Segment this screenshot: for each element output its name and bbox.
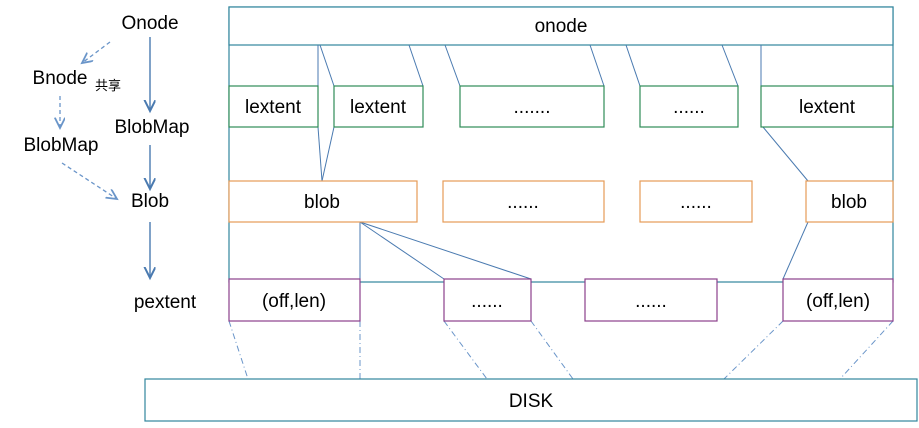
lextent-label: lextent [245,97,302,118]
lextent-blob-connectors [317,126,809,182]
disk-box [144,378,918,422]
lextent-label: lextent [350,97,407,118]
lextent-label: ...... [673,97,705,118]
blob-label: blob [831,192,867,213]
pextent-label: (off,len) [806,291,870,312]
blob-box [442,180,605,223]
lextent-box [459,85,605,128]
legend-onode: Onode [121,13,178,34]
blob-row: blob ...... ...... blob [228,180,894,223]
pextent-label: ...... [635,291,667,312]
legend-pextent: pextent [134,292,197,313]
legend-blob: Blob [131,191,169,212]
pextent-box [584,278,718,322]
onode-container [228,6,894,283]
legend-blobmap-onode: BlobMap [115,117,190,138]
blob-box [805,180,894,223]
pextent-row: (off,len) ...... ...... (off,len) [228,278,894,322]
pextent-disk-connectors [228,320,894,380]
blob-label: blob [304,192,340,213]
dashed-arrow-onode-to-bnode [82,41,111,63]
hierarchy-legend: Onode Bnode 共享 BlobMap BlobMap Blob pext… [24,13,197,313]
pextent-box [228,278,361,322]
disk-label: DISK [509,391,554,412]
pextent-label: (off,len) [262,291,326,312]
pextent-box [443,278,532,322]
pextent-label: ...... [471,291,503,312]
lextent-label: lextent [799,97,856,118]
onode-box [228,6,894,46]
lextent-box [639,85,739,128]
lextent-label: ....... [514,97,551,118]
blob-box [228,180,418,223]
blob-label: ...... [507,192,539,213]
blob-label: ...... [680,192,712,213]
onode-label: onode [535,16,588,37]
legend-blobmap-bnode: BlobMap [24,135,99,156]
lextent-box [760,85,894,128]
lextent-row: lextent lextent ....... ...... lextent [228,85,894,128]
blob-box [639,180,753,223]
blob-pextent-connectors [359,221,809,280]
legend-shared-note: 共享 [95,78,121,94]
pextent-box [782,278,894,322]
onode-lextent-connectors [317,44,762,87]
lextent-box [333,85,424,128]
dashed-arrow-blobmap-to-blob [61,162,117,199]
lextent-box [228,85,319,128]
legend-bnode: Bnode [33,68,88,89]
